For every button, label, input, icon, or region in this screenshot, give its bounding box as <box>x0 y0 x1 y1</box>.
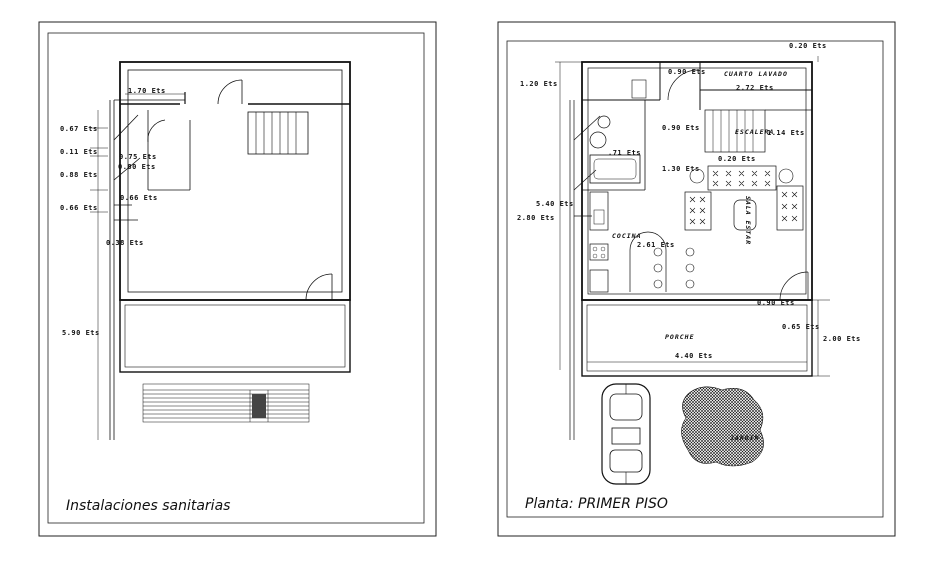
dim-label: 0.20 Ets <box>718 155 756 163</box>
left-sheet-inner-border <box>47 32 425 524</box>
dim-label: 0.66 Ets <box>60 204 98 212</box>
dim-label: 4.40 Ets <box>675 352 713 360</box>
dim-label: 1.14 Ets <box>767 129 805 137</box>
dim-label: 1.30 Ets <box>662 165 700 173</box>
left-sheet: 1.70 Ets 0.67 Ets 0.11 Ets 0.75 Ets 0.80… <box>38 21 437 537</box>
left-plan <box>90 61 351 440</box>
dim-label: 0.90 Ets <box>662 124 700 132</box>
dim-label: 0.90 Ets <box>668 68 706 76</box>
dim-label: 5.40 Ets <box>536 200 574 208</box>
furniture-cushions <box>689 170 798 225</box>
right-sheet-inner-border <box>506 40 884 518</box>
dim-label: .71 Ets <box>608 149 641 157</box>
dim-label: 0.67 Ets <box>60 125 98 133</box>
room-label-cocina: COCINA <box>612 232 641 240</box>
dim-label: 1.70 Ets <box>128 87 166 95</box>
dim-label: 2.72 Ets <box>736 84 774 92</box>
dim-label: 0.38 Ets <box>106 239 144 247</box>
right-sheet-title: Planta: PRIMER PISO <box>525 496 668 512</box>
dim-label: 0.88 Ets <box>60 171 98 179</box>
room-label-sala-estar: SALA ESTAR <box>744 196 752 245</box>
left-sheet-title: Instalaciones sanitarias <box>66 498 230 514</box>
dim-label: 0.90 Ets <box>757 299 795 307</box>
garden-hatch <box>681 386 764 467</box>
dim-label: 2.00 Ets <box>823 335 861 343</box>
car-icon <box>601 383 651 485</box>
room-label-porche: PORCHE <box>665 333 694 341</box>
room-label-escalera: ESCALERA <box>735 128 774 136</box>
dim-label: 0.11 Ets <box>60 148 98 156</box>
right-plan <box>555 56 830 440</box>
dim-label: 0.66 Ets <box>120 194 158 202</box>
dim-label: 5.90 Ets <box>62 329 100 337</box>
right-sheet: 0.20 Ets 1.20 Ets 0.90 Ets CUARTO LAVADO… <box>497 21 896 537</box>
dim-label: 2.80 Ets <box>517 214 555 222</box>
room-label-cuarto-lavado: CUARTO LAVADO <box>724 70 788 78</box>
dim-label: 2.61 Ets <box>637 241 675 249</box>
room-label-jardin: JARDIN <box>729 434 759 442</box>
dim-label: 0.20 Ets <box>789 42 827 50</box>
dim-label: 0.75 Ets <box>119 153 157 161</box>
right-sheet-outer-border <box>497 21 896 537</box>
dim-label: 0.65 Ets <box>782 323 820 331</box>
dim-label: 0.80 Ets <box>118 163 156 171</box>
dim-label: 1.20 Ets <box>520 80 558 88</box>
left-sheet-outer-border <box>38 21 437 537</box>
materials-table <box>142 383 310 423</box>
